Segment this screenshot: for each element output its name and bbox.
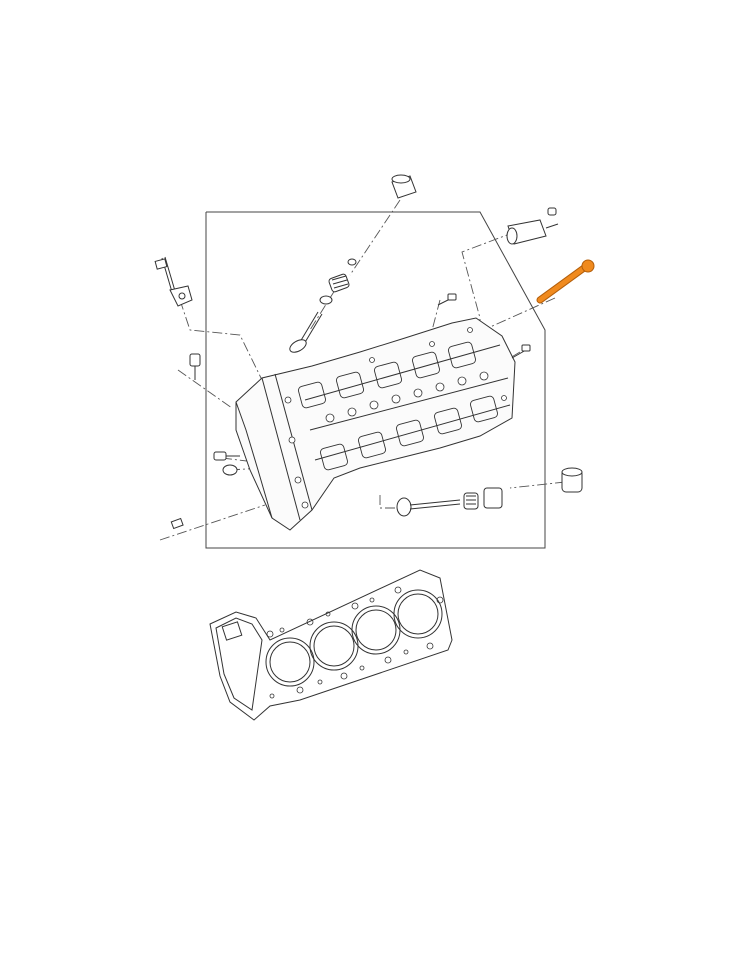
- side-bolt-icon: [213, 451, 240, 476]
- callout-frame: [205, 211, 546, 549]
- tappet-icon: [391, 174, 417, 199]
- stud-bolt-icon: [154, 256, 193, 307]
- sensor-icon: [506, 207, 559, 245]
- small-bolt-icon: [189, 353, 201, 380]
- cylinder-head-bolt-icon: [536, 259, 595, 304]
- exhaust-valve-icon: [396, 467, 583, 517]
- dowel-icon: [170, 517, 184, 530]
- right-bolt-icon: [437, 293, 531, 359]
- valve-spring-icon: [319, 258, 357, 305]
- head-gasket-icon: [209, 569, 453, 721]
- intake-valve-icon: [289, 311, 323, 353]
- cylinder-head-icon: [235, 317, 516, 531]
